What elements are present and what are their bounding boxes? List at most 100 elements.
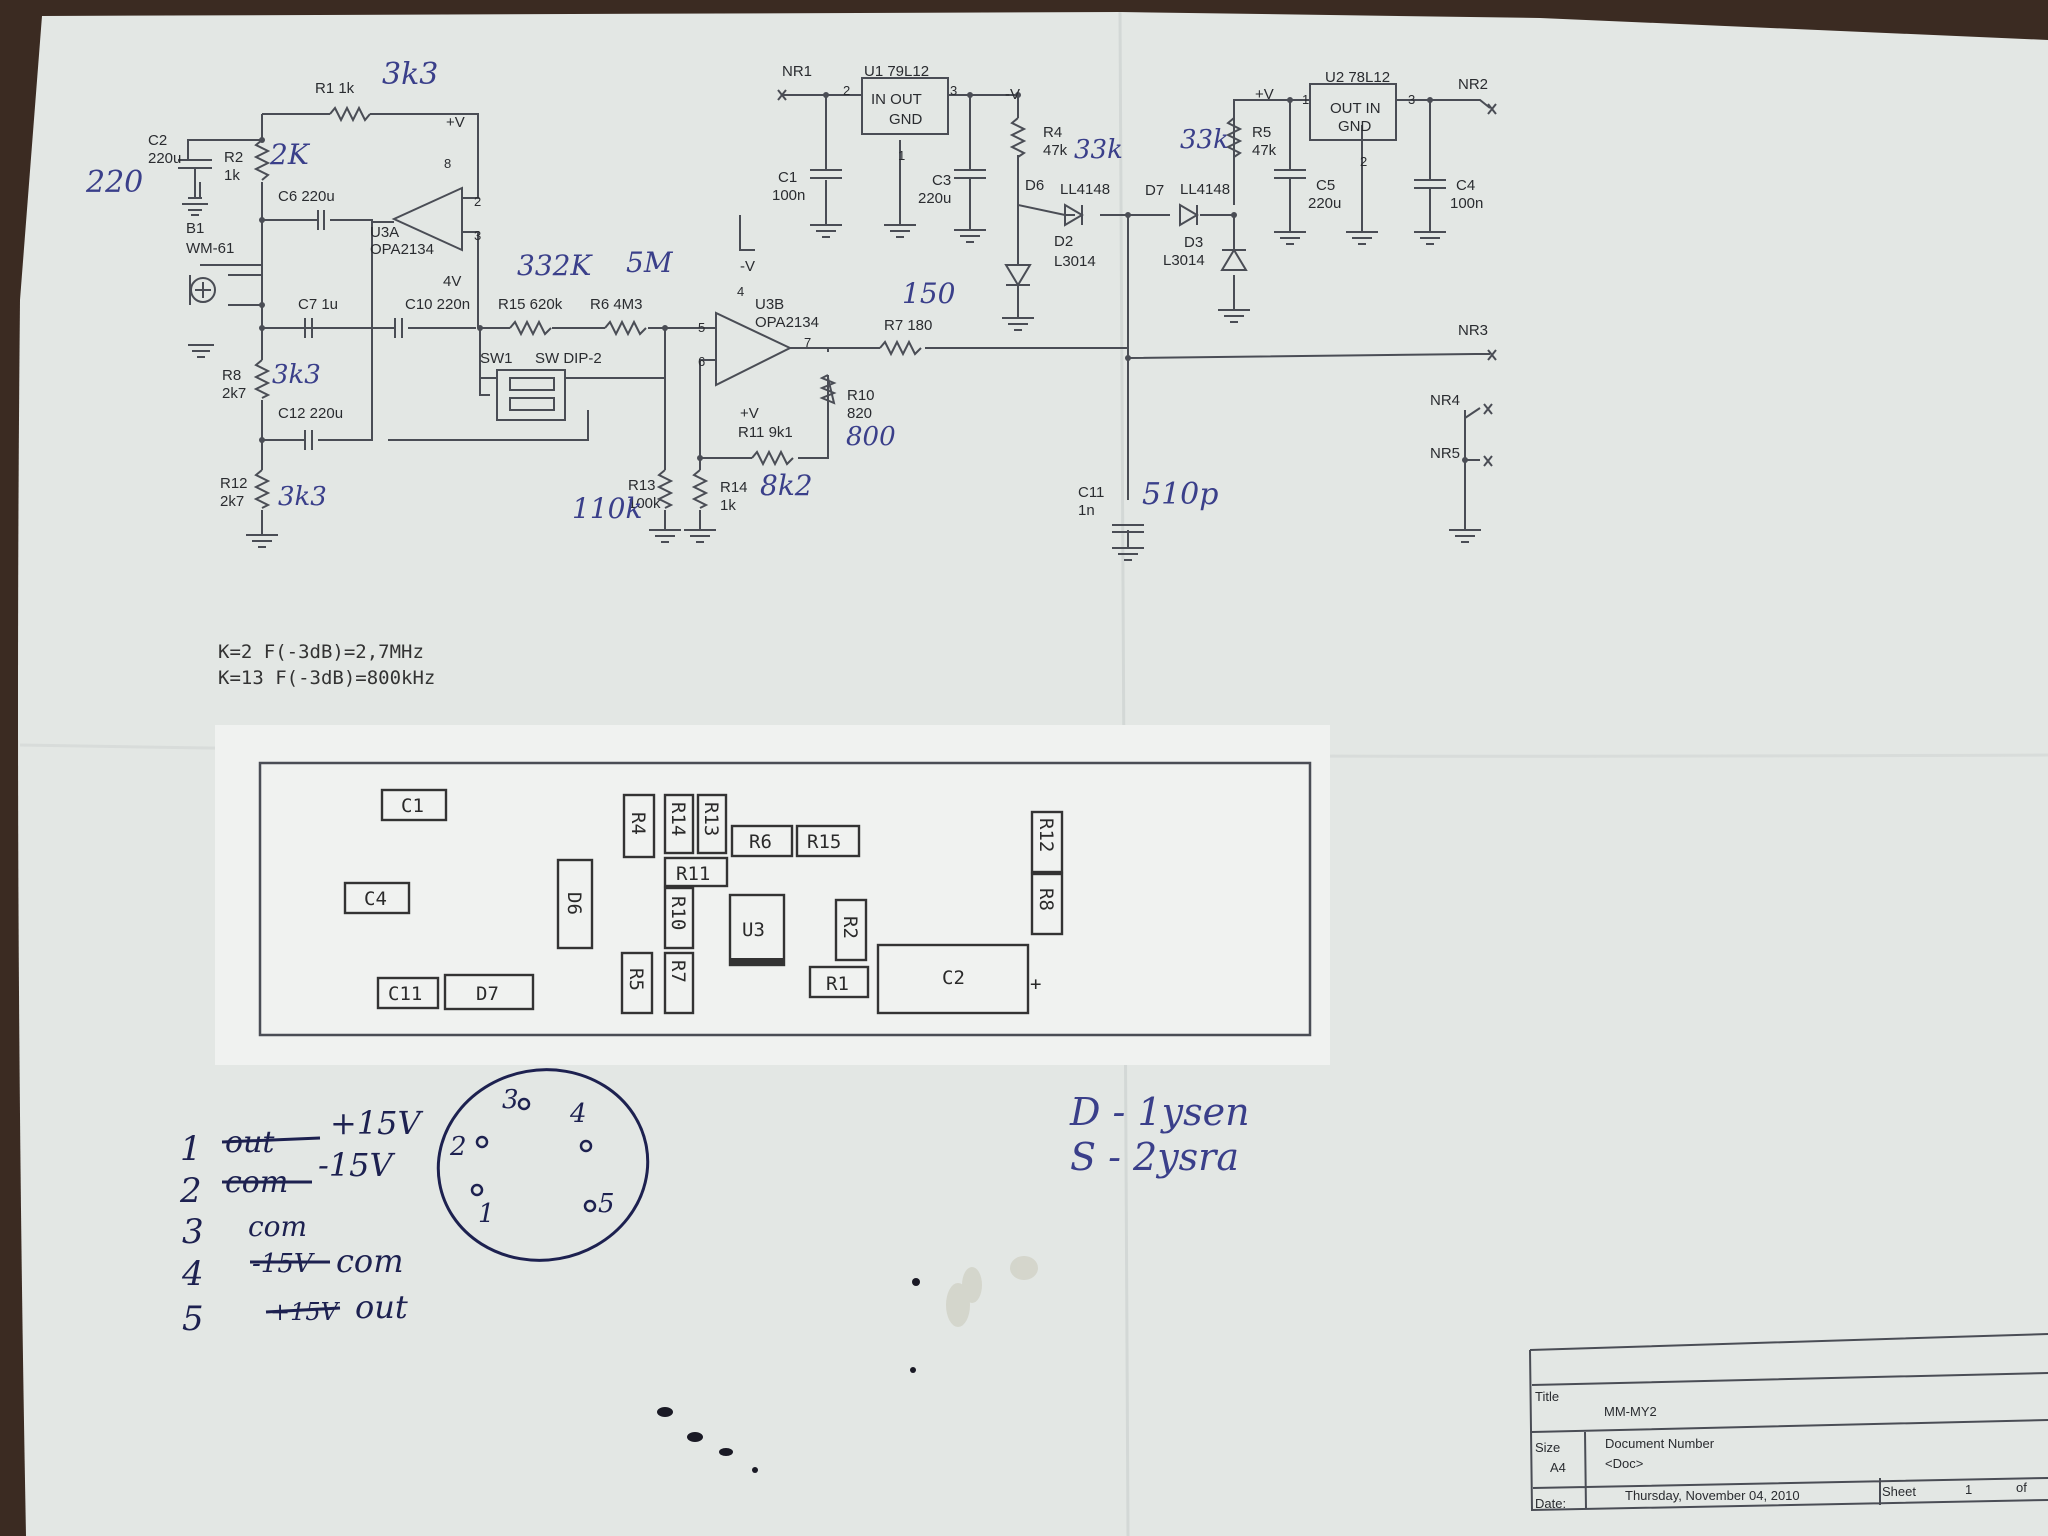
pin-note-4-crossed: -15V [252,1249,315,1279]
schematic-labels: R1 1k C2 220u R2 1k B1 WM-61 C6 220u U3A… [148,63,1488,519]
pcb-label-r4: R4 [627,812,649,835]
pin-note-5-num: 5 [182,1299,204,1339]
pin-u3b-5: 5 [698,320,705,335]
connector-sketch: 3 4 2 5 1 [436,1068,650,1262]
tb-docnum-label: Document Number [1605,1436,1715,1451]
label-d6-value: LL4148 [1060,181,1110,198]
tb-of-label: of [2016,1480,2027,1495]
handwritten-pin-notes: 1 out +15V 2 com -15V 3 com 4 -15V com 5… [179,1104,424,1339]
c5-symbol [1274,169,1306,179]
hand-r12: 3k3 [278,482,327,512]
r2-symbol [253,139,271,181]
conn-pin-2: 2 [449,1132,467,1162]
u3b-opamp [715,311,793,387]
pcb-r13 [696,793,728,855]
label-u3a: U3A [370,224,399,241]
label-u2-pins: OUT IN [1330,100,1381,117]
hand-r15: 332K [517,249,593,282]
label-c11-value: 1n [1078,502,1095,519]
label-d3: D3 [1184,234,1203,251]
label-r10: R10 [847,387,875,404]
hand-c2: 220 [85,165,143,200]
c6-symbol [317,210,325,230]
r6-symbol [604,319,647,337]
label-vplus-c: +V [740,405,759,422]
conn-pin-3: 3 [502,1085,519,1115]
pcb-r15 [795,824,861,858]
pcb-label-u3: U3 [742,919,765,941]
pcb-d7 [443,973,535,1011]
conn-pin-5: 5 [598,1189,615,1219]
pin-note-1-num: 1 [180,1129,202,1169]
pin-u1-3: 3 [950,83,957,98]
pcb-r4 [622,793,656,859]
ground-symbols [182,197,1481,561]
pin-u1-2: 2 [843,83,850,98]
pcb-d6 [556,858,594,950]
connector-circle [436,1068,650,1262]
pin-u3a-8: 8 [444,156,451,171]
pin-u3a-3: 3 [474,228,481,243]
hand-r13: 110k [572,492,642,525]
c11-symbol [1112,524,1144,533]
label-r1: R1 1k [315,80,355,97]
label-b1: B1 [186,220,204,237]
label-d7: D7 [1145,182,1164,199]
label-c2: C2 [148,132,167,149]
label-c5-value: 220u [1308,195,1341,212]
label-c2-value: 220u [148,150,181,167]
d7-diode [1179,203,1199,227]
pin-note-5-text: out [355,1288,408,1326]
label-r14-value: 1k [720,497,736,514]
r13-symbol [656,469,674,509]
tb-size: A4 [1550,1460,1566,1475]
label-d2: D2 [1054,233,1073,250]
label-b1-value: WM-61 [186,240,234,257]
label-c3-value: 220u [918,190,951,207]
label-u1: U1 79L12 [864,63,929,80]
label-c5: C5 [1316,177,1335,194]
pcb-r14 [663,793,695,855]
pcb-label-d7: D7 [476,983,499,1005]
pin-u3b-7: 7 [804,335,811,350]
label-c11: C11 [1078,484,1104,501]
label-r6: R6 4M3 [590,296,643,313]
hand-r7: 150 [902,277,955,310]
label-c7: C7 1u [298,296,338,313]
label-r11: R11 9k1 [738,424,793,441]
pcb-label-r10: R10 [667,896,689,930]
r14-symbol [691,469,709,509]
d3-led [1220,248,1248,271]
label-r4: R4 [1043,124,1062,141]
c3-symbol [954,169,986,179]
label-r8-value: 2k7 [222,385,246,402]
hand-c11: 510p [1142,477,1218,512]
label-r4-value: 47k [1043,142,1068,159]
r1-symbol [329,105,371,123]
pcb-label-c2-plus: + [1030,973,1041,995]
hand-r5: 33k [1180,125,1229,155]
pcb-label-r13: R13 [700,802,722,836]
label-c1: C1 [778,169,797,186]
label-u3b: U3B [755,296,784,313]
label-c12: C12 220u [278,405,343,422]
pin-u3b-6: 6 [698,354,705,369]
conn-pin-1: 1 [478,1199,495,1229]
label-r5-value: 47k [1252,142,1277,159]
tb-sheet-label: Sheet [1882,1484,1916,1499]
pin-u1-1: 1 [898,148,905,163]
label-r14: R14 [720,479,748,496]
pcb-outline [258,761,1312,1037]
pin-u3b-4: 4 [737,284,744,299]
label-d6: D6 [1025,177,1044,194]
pcb-r11 [663,856,729,888]
label-r8: R8 [222,367,241,384]
r11-symbol [751,449,794,467]
pcb-label-r5: R5 [625,968,647,991]
c2-symbol [178,159,212,198]
label-d7-value: LL4148 [1180,181,1230,198]
label-c3: C3 [932,172,951,189]
label-d3-value: L3014 [1163,252,1205,269]
pcb-label-r6: R6 [749,831,772,853]
label-r15: R15 620k [498,296,563,313]
